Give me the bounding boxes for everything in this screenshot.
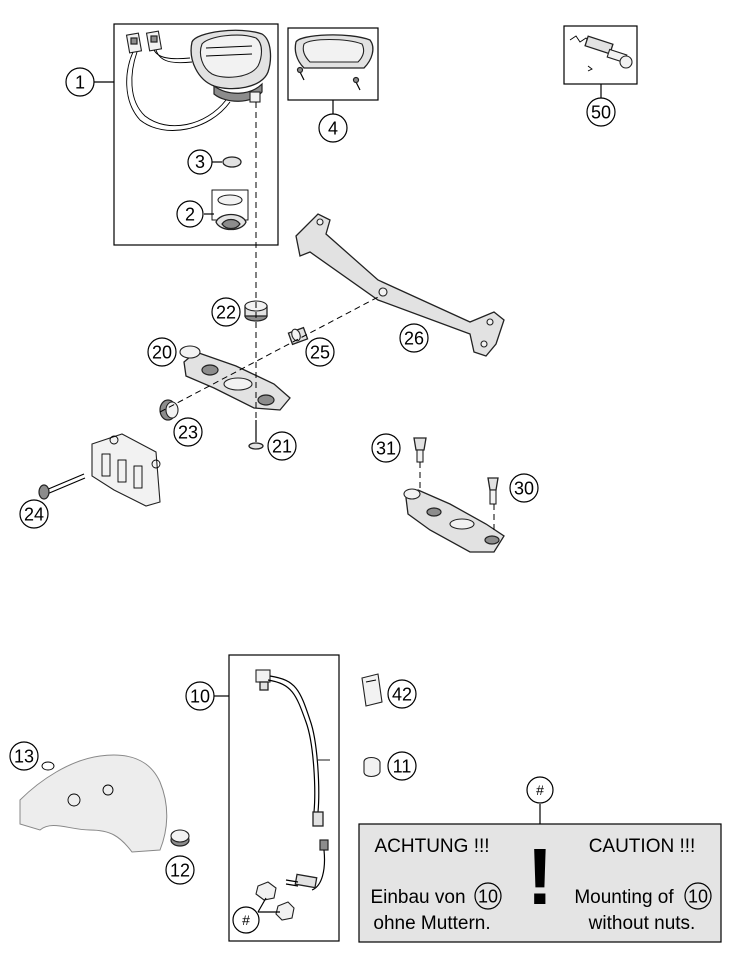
note-left-title: ACHTUNG !!!	[374, 836, 489, 857]
note-right-line1: Mounting of	[574, 887, 674, 908]
note-right-title: CAUTION !!!	[589, 836, 696, 857]
callout-10-label: 10	[190, 687, 210, 707]
callout-3: 3	[187, 149, 213, 175]
holder-variant-parts-30-31	[403, 437, 505, 553]
callout-31: 31	[371, 433, 401, 463]
callout-hash-sensor: #	[232, 906, 260, 934]
callout-50-label: 50	[591, 103, 611, 123]
callout-25-label: 25	[310, 343, 330, 363]
callout-30-label: 30	[514, 479, 534, 499]
callout-hash-sensor-label: #	[242, 912, 250, 928]
callout-26-label: 26	[404, 329, 424, 349]
note-left-line1: Einbau von	[370, 887, 465, 908]
button-part-2	[211, 189, 249, 231]
callout-21: 21	[267, 431, 297, 461]
callout-4-label: 4	[328, 119, 338, 139]
callout-11-label: 11	[393, 757, 412, 777]
callout-13-label: 13	[14, 747, 34, 767]
callout-25: 25	[305, 337, 335, 367]
callout-hash-note-label: #	[536, 782, 544, 798]
speedometer-part	[125, 29, 272, 131]
callout-3-label: 3	[195, 152, 205, 172]
callout-21-label: 21	[272, 437, 292, 457]
callout-1-label: 1	[75, 73, 85, 93]
box-speedometer-group	[113, 23, 279, 246]
callout-hash-note: #	[526, 776, 554, 804]
callout-13: 13	[9, 741, 39, 771]
callout-4: 4	[318, 113, 348, 143]
callout-20: 20	[147, 337, 177, 367]
sensor-cable-part-10	[255, 669, 330, 921]
bracket-and-bolt-part-24	[38, 433, 161, 507]
pad-part-3	[222, 156, 242, 168]
callout-26: 26	[399, 323, 429, 353]
screw-part-21	[248, 420, 264, 450]
callout-22-label: 22	[216, 303, 236, 323]
note-left-ref: 10	[478, 887, 498, 907]
callout-50: 50	[586, 97, 616, 127]
box-sensor-group	[228, 654, 340, 942]
caution-note-panel: ACHTUNG !!! CAUTION !!! ! Einbau von 10 …	[358, 823, 722, 943]
callout-23-label: 23	[178, 423, 198, 443]
frame-part-13	[19, 754, 168, 853]
leader-sensor-hash-a	[257, 897, 267, 913]
callout-12-label: 12	[170, 861, 190, 881]
dash-bracket-to-holder	[159, 295, 381, 413]
holder-part-20	[179, 345, 291, 411]
callout-24: 24	[19, 499, 49, 529]
cover-part-4	[294, 34, 374, 91]
callout-42-label: 42	[392, 685, 412, 705]
note-right-line2: without nuts.	[588, 913, 696, 934]
sleeve-part-12	[170, 829, 190, 847]
callout-20-label: 20	[152, 343, 172, 363]
callout-10: 10	[185, 681, 215, 711]
callout-42: 42	[387, 679, 417, 709]
grommet-part-22	[244, 300, 268, 322]
lock-part-50	[569, 35, 633, 72]
clip-part-11	[363, 756, 381, 778]
callout-30: 30	[509, 473, 539, 503]
callout-31-label: 31	[376, 439, 396, 459]
callout-24-label: 24	[24, 505, 44, 525]
grommet-part-23	[159, 399, 179, 421]
callout-2: 2	[176, 200, 204, 228]
callout-2-label: 2	[185, 205, 195, 225]
bracket-part-26	[295, 213, 505, 357]
note-left-line2: ohne Muttern.	[373, 913, 490, 934]
callout-22: 22	[211, 297, 241, 327]
note-right-ref: 10	[688, 887, 708, 907]
callout-12: 12	[165, 855, 195, 885]
clip-part-42	[361, 673, 383, 707]
note-exclamation: !	[527, 832, 554, 921]
callout-1: 1	[65, 67, 95, 97]
spacer-part-25	[287, 326, 309, 346]
callout-11: 11	[387, 751, 417, 781]
callout-23: 23	[173, 417, 203, 447]
